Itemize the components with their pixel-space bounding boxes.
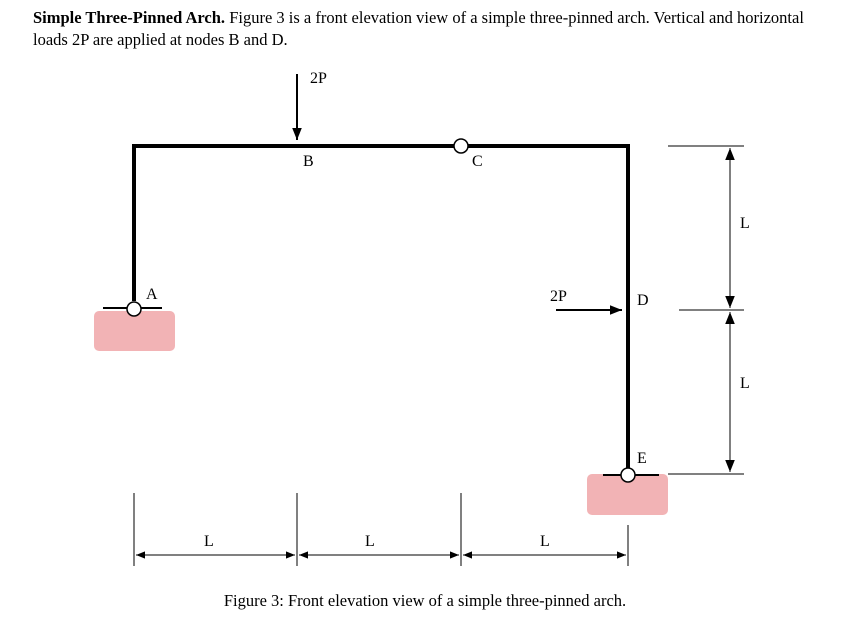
paragraph-heading: Simple Three-Pinned Arch. bbox=[33, 8, 226, 27]
pin-c-icon bbox=[453, 138, 469, 154]
pin-e-icon bbox=[620, 467, 636, 483]
left-member bbox=[132, 144, 454, 301]
figure-caption: Figure 3: Front elevation view of a simp… bbox=[223, 591, 627, 610]
dim-label-h3: L bbox=[540, 533, 550, 550]
node-label-a: A bbox=[146, 286, 158, 303]
support-block-a bbox=[94, 311, 175, 351]
horizontal-load-label: 2P bbox=[550, 288, 567, 305]
right-member bbox=[468, 144, 630, 469]
dim-label-v2: L bbox=[740, 375, 750, 392]
vertical-load-label: 2P bbox=[310, 70, 327, 87]
node-label-e: E bbox=[637, 450, 647, 467]
paragraph-body: Figure 3 is a front elevation view of a … bbox=[33, 8, 804, 49]
dim-label-h1: L bbox=[204, 533, 214, 550]
dim-label-h2: L bbox=[365, 533, 375, 550]
node-label-c: C bbox=[472, 153, 483, 170]
pin-a-icon bbox=[126, 301, 142, 317]
intro-paragraph: Simple Three-Pinned Arch. Figure 3 is a … bbox=[33, 7, 833, 51]
node-label-d: D bbox=[637, 292, 649, 309]
support-block-e bbox=[587, 474, 668, 515]
dim-label-v1: L bbox=[740, 215, 750, 232]
node-label-b: B bbox=[303, 153, 314, 170]
